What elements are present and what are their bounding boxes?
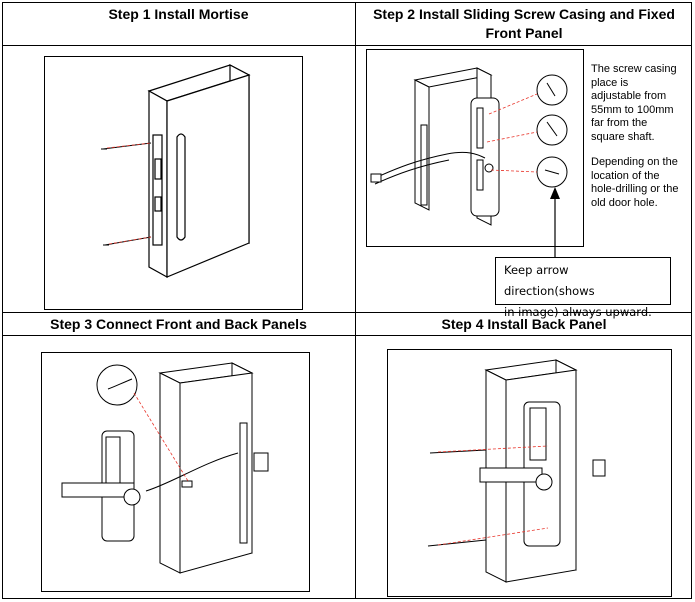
column-divider [355,2,356,599]
note-line: Depending on the [591,156,678,168]
step4-illustration [387,349,672,597]
note-line: adjustable from [591,90,667,102]
step2-illustration [366,49,584,247]
row-divider [2,335,692,336]
note-line: hole-drilling or the [591,183,679,195]
row-divider [2,45,692,46]
step1-title: Step 1 Install Mortise [108,6,249,22]
step4-title: Step 4 Install Back Panel [441,316,607,332]
step2-title-line2: Front Panel [485,25,563,41]
step4-diagram [427,359,606,583]
note-line: place is [591,76,629,89]
step2-note-adjustable: The screw casing place is adjustable fro… [591,63,691,144]
note-line: location of the [591,169,660,182]
note-line: square shaft. [591,130,655,143]
step2-diagram [370,67,568,226]
callout-arrow-icon [550,187,560,257]
step2-title-line1: Step 2 Install Sliding Screw Casing and … [373,6,675,22]
step2-callout: Keep arrow direction(shows in image) alw… [495,257,671,319]
step1-diagram [101,64,251,279]
note-line: The screw casing [591,63,677,75]
step2-note-depending: Depending on the location of the hole-dr… [591,156,691,210]
row-divider [2,312,692,313]
step1-illustration [44,56,303,310]
note-line: old door hole. [591,196,658,209]
step2-title: Step 2 Install Sliding Screw Casing and … [356,5,692,43]
step3-diagram [61,362,269,574]
callout-line: in image) always upward. [504,305,652,319]
callout-line: Keep arrow direction(shows [504,263,595,298]
step3-illustration [41,352,310,592]
step3-title: Step 3 Connect Front and Back Panels [50,316,307,332]
note-line: far from the [591,117,648,129]
note-line: 55mm to 100mm [591,103,674,116]
